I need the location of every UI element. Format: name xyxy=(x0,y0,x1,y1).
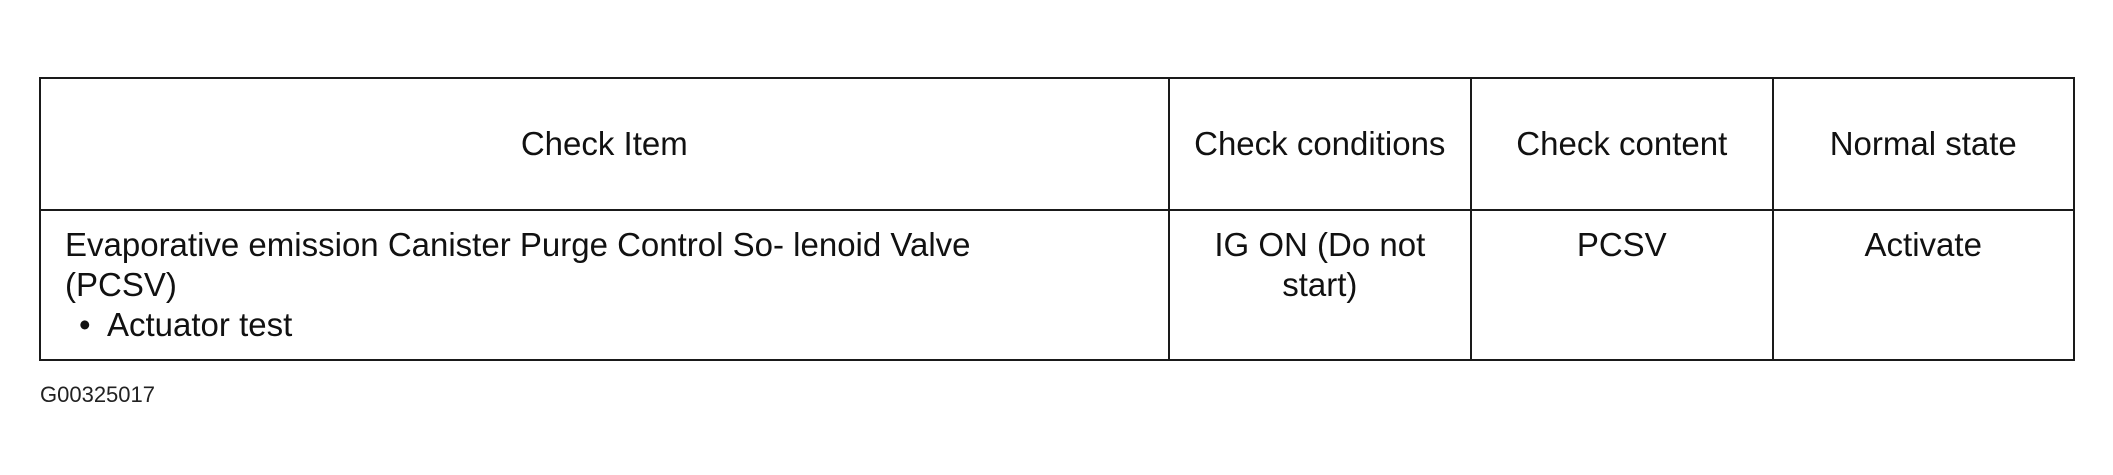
cell-normal-state: Activate xyxy=(1771,209,2075,361)
table-header-row: Check Item Check conditions Check conten… xyxy=(39,77,2075,211)
figure-code: G00325017 xyxy=(40,382,155,407)
bullet-symbol: • xyxy=(79,306,91,343)
bullet-item: • Actuator test xyxy=(65,305,1156,345)
bullet-text: Actuator test xyxy=(107,306,293,343)
header-check-item: Check Item xyxy=(39,77,1170,211)
header-check-content: Check content xyxy=(1470,77,1774,211)
header-normal-state: Normal state xyxy=(1771,77,2075,211)
cell-check-item: Evaporative emission Canister Purge Cont… xyxy=(39,209,1170,361)
check-table: Check Item Check conditions Check conten… xyxy=(39,77,2075,361)
header-check-conditions: Check conditions xyxy=(1167,77,1473,211)
table-row: Evaporative emission Canister Purge Cont… xyxy=(39,209,2075,361)
check-item-description: Evaporative emission Canister Purge Cont… xyxy=(65,226,971,303)
cell-check-content: PCSV xyxy=(1470,209,1774,361)
cell-check-conditions: IG ON (Do not start) xyxy=(1167,209,1473,361)
